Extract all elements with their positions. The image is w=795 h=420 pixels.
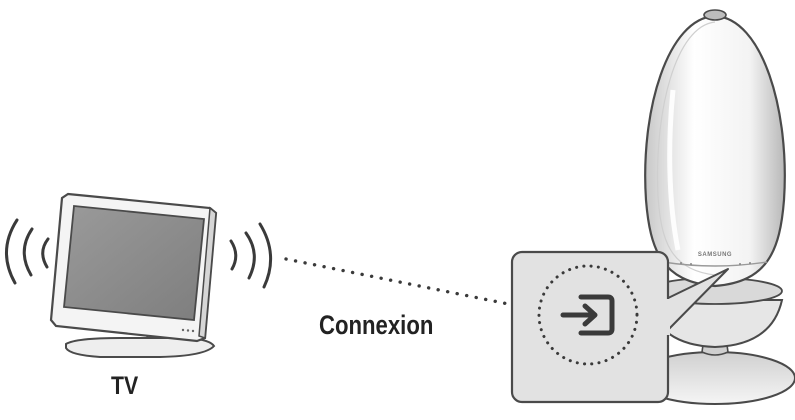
connection-line (284, 257, 540, 312)
input-callout (510, 250, 670, 404)
speaker: SAMSUNG (634, 9, 795, 405)
input-source-icon (560, 294, 615, 336)
tv-label: TV (111, 372, 139, 400)
tv (49, 192, 218, 358)
speaker-control-dots (680, 262, 751, 265)
button-highlight-ring (537, 264, 639, 366)
connection-label: Connexion (319, 310, 434, 340)
brand-logo: SAMSUNG (698, 252, 732, 258)
wireless-signal-icon (5, 218, 273, 289)
